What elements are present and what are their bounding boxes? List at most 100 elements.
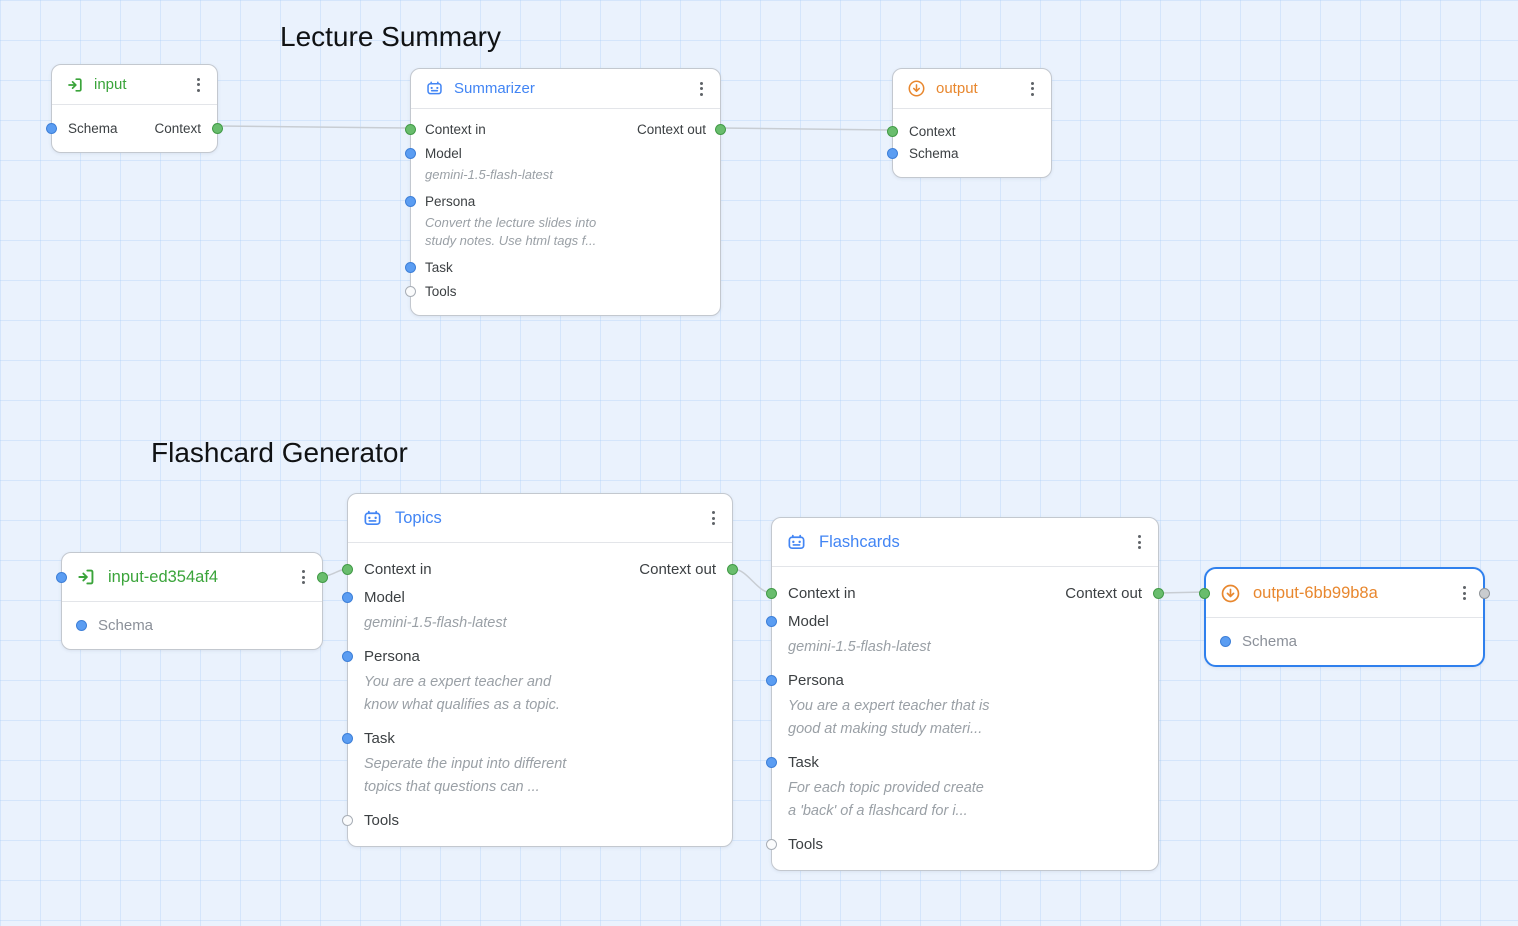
schema-dot[interactable]	[76, 620, 87, 631]
download-circle-icon	[907, 79, 926, 98]
field-model: Model	[766, 607, 1158, 635]
kebab-menu-icon[interactable]	[695, 78, 708, 100]
context-row: Context in Context out	[342, 555, 738, 583]
node-topics[interactable]: Topics Context in Context out Model gemi…	[342, 493, 738, 847]
field-model-value: gemini-1.5-flash-latest	[788, 638, 931, 655]
task-port[interactable]	[342, 732, 353, 744]
robot-icon	[362, 508, 383, 529]
task-port[interactable]	[766, 756, 777, 768]
context-out-port[interactable]	[317, 571, 328, 583]
model-port[interactable]	[766, 615, 777, 627]
field-model: Model	[342, 583, 732, 611]
task-port[interactable]	[405, 261, 416, 273]
field-model: Model	[405, 141, 720, 165]
node-title: Flashcards	[819, 532, 900, 551]
field-persona-value: You are a expert teacher that is	[788, 697, 990, 714]
kebab-menu-icon[interactable]	[1026, 78, 1039, 100]
context-in-port[interactable]	[887, 125, 898, 137]
node-flashcards-header: Flashcards	[772, 518, 1158, 567]
edge-input-to-summarizer[interactable]	[217, 125, 411, 129]
field-task-value: For each topic provided create	[788, 779, 984, 796]
kebab-menu-icon[interactable]	[192, 74, 205, 96]
model-port[interactable]	[342, 591, 353, 603]
persona-port[interactable]	[766, 674, 777, 686]
model-port[interactable]	[405, 147, 416, 159]
node-flashcards[interactable]: Flashcards Context in Context out Model …	[766, 517, 1164, 871]
node-output-6bb99b8a[interactable]: output-6bb99b8a Schema	[1199, 567, 1490, 667]
schema-dot[interactable]	[1220, 636, 1231, 647]
node-output[interactable]: output Context Schema	[887, 68, 1052, 178]
edge-flashcards-to-output2[interactable]	[1158, 591, 1206, 594]
field-persona-value: study notes. Use html tags f...	[425, 232, 597, 248]
context-out-port[interactable]	[715, 123, 726, 135]
edge-summarizer-to-output[interactable]	[720, 127, 893, 131]
context-out-port[interactable]	[727, 563, 738, 575]
schema-label: Schema	[68, 121, 118, 136]
field-tools: Tools	[405, 279, 720, 303]
context-row: Context	[887, 120, 1051, 142]
tools-port[interactable]	[342, 814, 353, 826]
context-in-label: Context in	[425, 121, 486, 137]
schema-field-row: Schema	[62, 602, 322, 649]
context-label: Context	[154, 121, 201, 136]
context-in-port[interactable]	[342, 563, 353, 575]
node-title: Topics	[395, 508, 442, 527]
context-out-port[interactable]	[1153, 587, 1164, 599]
sign-in-icon	[76, 567, 96, 587]
context-out-label: Context out	[636, 121, 706, 137]
field-persona-value: Convert the lecture slides into	[425, 214, 597, 230]
node-summarizer[interactable]: Summarizer Context in Context out Model …	[405, 68, 726, 316]
kebab-menu-icon[interactable]	[1133, 531, 1146, 553]
persona-port[interactable]	[405, 195, 416, 207]
kebab-menu-icon[interactable]	[1458, 582, 1471, 604]
context-row: Context in Context out	[405, 117, 726, 141]
section-title-flashcard-generator: Flashcard Generator	[151, 437, 408, 468]
node-title: input	[94, 76, 127, 93]
field-model-value: gemini-1.5-flash-latest	[364, 614, 507, 631]
field-task: Task	[405, 255, 720, 279]
context-in-port[interactable]	[1199, 587, 1210, 599]
node-input-ports-row: Schema Context	[46, 105, 223, 152]
field-task-value: a 'back' of a flashcard for i...	[788, 802, 968, 819]
kebab-menu-icon[interactable]	[707, 507, 720, 529]
node-title: output-6bb99b8a	[1253, 583, 1378, 602]
node-title: output	[936, 80, 978, 97]
field-tools: Tools	[766, 830, 1158, 858]
sign-in-icon	[66, 76, 84, 94]
schema-port[interactable]	[46, 123, 57, 134]
field-model-value: gemini-1.5-flash-latest	[425, 166, 553, 182]
node-topics-header: Topics	[348, 494, 732, 543]
field-persona-value: know what qualifies as a topic.	[364, 696, 560, 713]
tools-port[interactable]	[766, 838, 777, 850]
context-out-port[interactable]	[212, 123, 223, 134]
tools-port[interactable]	[405, 285, 416, 297]
download-circle-icon	[1220, 583, 1241, 604]
kebab-menu-icon[interactable]	[297, 566, 310, 588]
context-in-port[interactable]	[405, 123, 416, 135]
field-task: Task	[766, 748, 1158, 776]
field-persona: Persona	[342, 642, 732, 670]
persona-port[interactable]	[342, 650, 353, 662]
field-persona: Persona	[766, 666, 1158, 694]
unused-out-port[interactable]	[1479, 587, 1490, 599]
section-title-lecture-summary: Lecture Summary	[280, 21, 501, 52]
node-input-ed354af4-header: input-ed354af4	[56, 553, 328, 602]
node-input-ed354af4[interactable]: input-ed354af4 Schema	[56, 552, 328, 650]
node-title: input-ed354af4	[108, 567, 219, 586]
schema-port[interactable]	[56, 571, 67, 583]
field-persona-value: good at making study materi...	[788, 720, 983, 737]
node-title: Summarizer	[454, 80, 535, 97]
schema-port[interactable]	[887, 147, 898, 159]
node-summarizer-header: Summarizer	[411, 69, 720, 109]
robot-icon	[425, 79, 444, 98]
schema-field-row: Schema	[1206, 618, 1483, 665]
field-task-value: topics that questions can ...	[364, 778, 540, 795]
schema-row: Schema	[887, 142, 1051, 164]
node-input-header: input	[52, 65, 217, 105]
context-row: Context in Context out	[766, 579, 1164, 607]
context-in-port[interactable]	[766, 587, 777, 599]
node-input[interactable]: input Schema Context	[46, 64, 223, 153]
field-tools: Tools	[342, 806, 732, 834]
node-output-header: output	[893, 69, 1051, 109]
